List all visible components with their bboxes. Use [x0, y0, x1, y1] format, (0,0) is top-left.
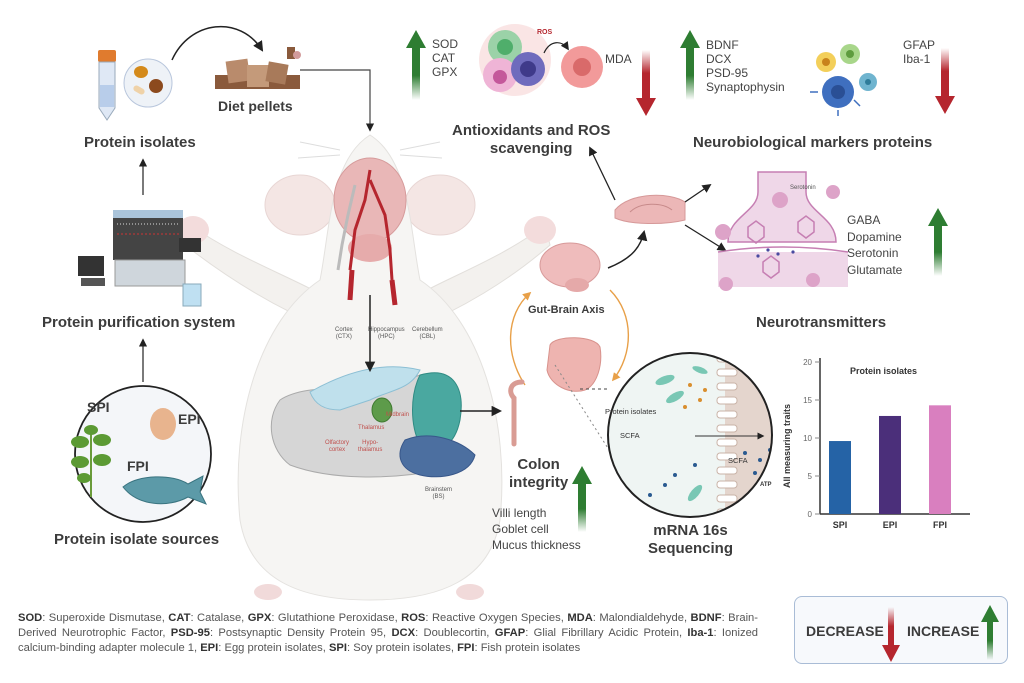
x-tick-label: FPI — [933, 520, 947, 530]
seq-scfa-right: SCFA — [728, 456, 748, 465]
colon-segment-icon — [508, 379, 525, 447]
brain-label-thalamus: Thalamus — [358, 425, 385, 431]
legend-increase-label: INCREASE — [907, 623, 980, 639]
bar-spi — [829, 441, 851, 514]
abbreviation-definition: : Superoxide Dismutase, — [42, 612, 169, 624]
abbreviation-term: ROS — [401, 612, 426, 624]
brain-sagittal-diagram — [270, 366, 476, 478]
increase-arrow-colon — [572, 466, 592, 532]
abbreviation-definition: : Soy protein isolates, — [347, 642, 458, 654]
abbreviation-definition: : Brain-Derived Neurotrophic Factor, — [18, 612, 758, 639]
abbreviation-definition: : Postsynaptic Density Protein 95, — [209, 627, 392, 639]
synapse-icon — [715, 171, 849, 291]
increase-arrow-neuro-markers — [680, 30, 700, 100]
neuro-markers-title: Neurobiological markers proteins — [693, 134, 933, 151]
colon-integrity-list: Villi length Goblet cell Mucus thickness — [492, 506, 581, 552]
y-tick-label: 20 — [803, 358, 812, 367]
protein-sources-circle — [71, 385, 212, 523]
increase-arrow-neurotransmitters — [928, 208, 948, 276]
abbreviation-term: GPX — [247, 612, 272, 624]
legend-box: DECREASE INCREASE — [794, 596, 1008, 664]
y-tick-label: 10 — [803, 434, 812, 443]
abbreviations-footer: SOD: Superoxide Dismutase, CAT: Catalase… — [18, 611, 758, 656]
neuro-decrease-list: GFAP Iba-1 — [903, 38, 936, 66]
abbreviation-term: MDA — [567, 612, 593, 624]
legend-decrease-label: DECREASE — [806, 623, 884, 639]
source-fpi: FPI — [127, 458, 149, 474]
abbreviation-term: BDNF — [690, 612, 722, 624]
decrease-arrow-mda — [636, 50, 656, 116]
abbreviation-definition: : Catalase, — [190, 612, 248, 624]
abbreviation-term: FPI — [457, 642, 475, 654]
x-tick-label: SPI — [833, 520, 848, 530]
abbreviation-definition: : Ionized calcium-binding adapter molecu… — [18, 627, 759, 654]
hippocampus-slice-icon — [589, 146, 727, 269]
abbreviation-term: SOD — [18, 612, 43, 624]
abbreviation-term: SPI — [328, 642, 348, 654]
abbreviation-definition: : Glutathione Peroxidase, — [271, 612, 402, 624]
bar-fpi — [929, 405, 951, 514]
brain-label-brainstem: Brainstem (BS) — [425, 487, 453, 500]
abbreviation-definition: : Glial Fibrillary Acidic Protein, — [525, 627, 688, 639]
decrease-arrow-neuro-markers — [935, 48, 955, 114]
bar-epi — [879, 415, 901, 514]
neuro-increase-list: BDNF DCX PSD-95 Synaptophysin — [706, 38, 785, 94]
source-epi: EPI — [178, 411, 201, 427]
abbreviation-term: PSD-95 — [170, 627, 210, 639]
seq-scfa-left: SCFA — [620, 431, 640, 440]
serotonin-tag: Serotonin — [790, 185, 816, 191]
gut-brain-axis-diagram — [509, 242, 629, 392]
brain-label-cerebellum: Cerebellum (CBL) — [412, 327, 443, 340]
immune-cells-icon — [479, 24, 603, 96]
brain-label-hippocampus: Hippocampus (HPC) — [368, 327, 405, 340]
purification-machine-icon — [78, 210, 202, 307]
antioxidant-decrease-list: MDA — [605, 52, 632, 66]
microbiome-zoom-circle — [554, 352, 773, 518]
legend-increase-arrow-icon — [981, 605, 999, 660]
source-spi: SPI — [87, 399, 110, 415]
flow-arrows-left — [138, 25, 503, 417]
glial-cells-icon — [810, 44, 877, 116]
protein-isolates-label: Protein isolates — [84, 134, 196, 151]
diet-pellets-label: Diet pellets — [218, 98, 293, 114]
abbreviation-definition: : Malondialdehyde, — [592, 612, 691, 624]
y-tick-label: 0 — [808, 510, 813, 519]
increase-arrow-antioxidants — [406, 30, 426, 100]
chart-title: Protein isolates — [850, 366, 917, 376]
y-axis-label: All measuring traits — [782, 404, 792, 488]
brain-label-cortex: Cortex (CTX) — [335, 327, 353, 340]
abbreviation-definition: : Reactive Oxygen Species, — [425, 612, 568, 624]
brain-label-midbrain: Midbrain — [386, 412, 410, 418]
brain-label-hypothalamus: Hypo- thalamus — [358, 440, 383, 453]
seq-protein-isolates-label: Protein isolates — [605, 407, 657, 416]
abbreviation-definition: : Doublecortin, — [415, 627, 495, 639]
gut-brain-axis-label: Gut-Brain Axis — [528, 304, 605, 316]
abbreviation-term: Iba-1 — [687, 627, 714, 639]
antioxidant-increase-list: SOD CAT GPX — [432, 37, 459, 79]
neurotransmitters-title: Neurotransmitters — [756, 314, 887, 331]
abbreviation-term: EPI — [200, 642, 219, 654]
neurotransmitter-list: GABA Dopamine Serotonin Glutamate — [847, 213, 903, 277]
abbreviation-term: GFAP — [494, 627, 526, 639]
y-tick-label: 5 — [808, 472, 813, 481]
purification-label: Protein purification system — [42, 314, 236, 331]
abbreviation-definition: : Egg protein isolates, — [218, 642, 329, 654]
brain-label-olfactory: Olfactory cortex — [325, 440, 350, 453]
y-tick-label: 15 — [803, 396, 812, 405]
diet-pellets-icon — [215, 47, 301, 89]
antioxidants-title: Antioxidants and ROS scavenging — [452, 122, 611, 157]
colon-integrity-title: Colon integrity — [509, 456, 569, 491]
ros-label: ROS — [537, 29, 553, 36]
sources-label: Protein isolate sources — [54, 531, 220, 548]
abbreviation-term: DCX — [391, 627, 416, 639]
abbreviation-definition: : Fish protein isolates — [474, 642, 581, 654]
atp-label: ATP — [760, 482, 772, 488]
legend-decrease-arrow-icon — [882, 607, 900, 662]
sequencing-title: mRNA 16s Sequencing — [648, 522, 734, 557]
tube-icon — [98, 50, 173, 121]
abbreviation-term: CAT — [168, 612, 191, 624]
x-tick-label: EPI — [883, 520, 898, 530]
